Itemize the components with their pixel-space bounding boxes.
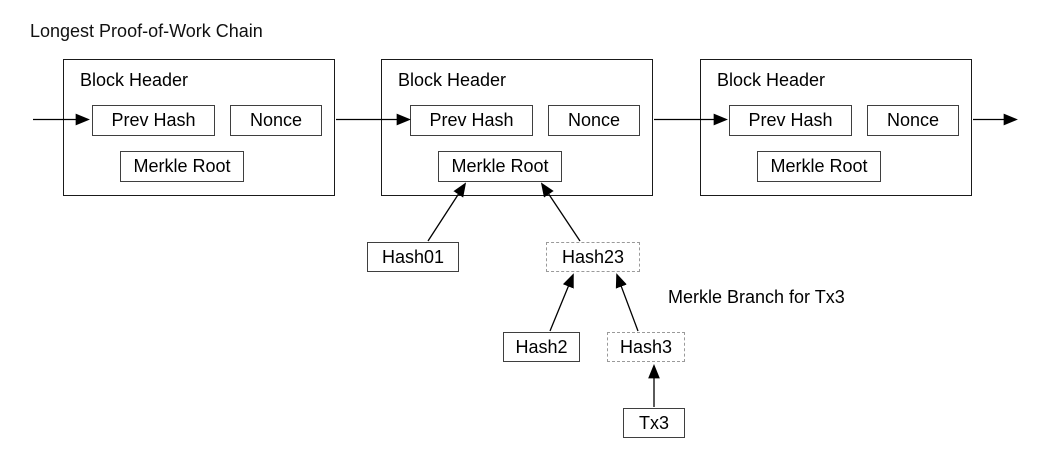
arrow-hash2-to-hash23 [549, 273, 574, 332]
block-3-prev-hash-box: Prev Hash [729, 105, 852, 136]
merkle-node-hash3: Hash3 [607, 332, 685, 362]
block-1-merkle-root-box: Merkle Root [120, 151, 244, 182]
merkle-node-tx3: Tx3 [623, 408, 685, 438]
block-2-prev-hash-box: Prev Hash [410, 105, 533, 136]
merkle-branch-label: Merkle Branch for Tx3 [668, 287, 845, 307]
block-header-3: Block Header Prev Hash Nonce Merkle Root [700, 59, 972, 196]
arrow-hash3-to-hash23 [615, 273, 639, 332]
diagram-title: Longest Proof-of-Work Chain [30, 21, 263, 41]
block-1-nonce-box: Nonce [230, 105, 322, 136]
block-2-nonce-box: Nonce [548, 105, 640, 136]
block-1-prev-hash-box: Prev Hash [92, 105, 215, 136]
merkle-node-hash01: Hash01 [367, 242, 459, 272]
block-header-1-title: Block Header [80, 70, 189, 90]
block-header-3-title: Block Header [717, 70, 826, 90]
block-header-2-title: Block Header [398, 70, 507, 90]
block-2-merkle-root-box: Merkle Root [438, 151, 562, 182]
block-3-nonce-box: Nonce [867, 105, 959, 136]
block-header-2: Block Header Prev Hash Nonce Merkle Root [381, 59, 653, 196]
block-header-1: Block Header Prev Hash Nonce Merkle Root [63, 59, 335, 196]
merkle-node-hash2: Hash2 [503, 332, 580, 362]
block-3-merkle-root-box: Merkle Root [757, 151, 881, 182]
merkle-node-hash23: Hash23 [546, 242, 640, 272]
